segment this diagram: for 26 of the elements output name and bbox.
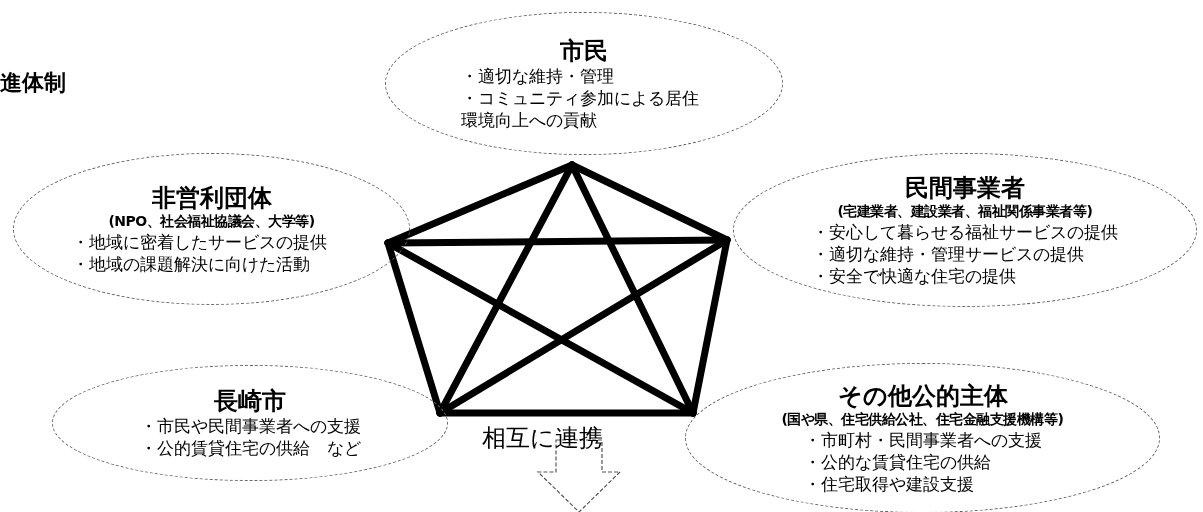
caption-text: 相互に連携 [482, 423, 603, 454]
member-list: (宅建業者、建設業者、福祉関係事業者等) [837, 201, 1093, 221]
bullet-item: ・安全で快適な住宅の提供 [812, 264, 1016, 287]
bullet-item: ・コミュニティ参加による居住環境向上への貢献 [461, 86, 700, 131]
bullet-item: ・適切な維持・管理 [461, 64, 615, 87]
heading: 長崎市 [214, 387, 286, 415]
connector-line [436, 236, 731, 417]
connector-line [436, 409, 697, 417]
member-list: (国や県、住宅供給公社、住宅金融支援機構等) [781, 409, 1064, 429]
bullet-item: ・地域に密着したサービスの提供 [71, 230, 328, 253]
bullet-item: ・公的賃貸住宅の供給 など [139, 437, 361, 459]
bullet-item: ・地域の課題解決に向けた活動 [71, 252, 311, 275]
heading: 民間事業者 [905, 173, 1025, 202]
bullet-item: ・公的な賃貸住宅の供給 [803, 450, 991, 473]
heading: 市民 [560, 36, 608, 65]
heading-fragment: 進体制 [0, 69, 66, 97]
heading: 非営利団体 [151, 183, 272, 212]
bullet-item: ・市民や民間事業者への支援 [139, 415, 361, 437]
heading: その他公的主体 [837, 381, 1008, 410]
member-list: (NPO、社会福祉協議会、大学等) [108, 211, 315, 231]
bullet-item: ・市町村・民間事業者への支援 [803, 428, 1042, 451]
connector-line [384, 236, 731, 247]
connector-line [384, 239, 697, 417]
bullet-item: ・安心して暮らせる福祉サービスの提供 [812, 220, 1118, 243]
bullet-item: ・住宅取得や建設支援 [803, 472, 974, 495]
bullet-item: ・適切な維持・管理サービスの提供 [812, 242, 1084, 265]
